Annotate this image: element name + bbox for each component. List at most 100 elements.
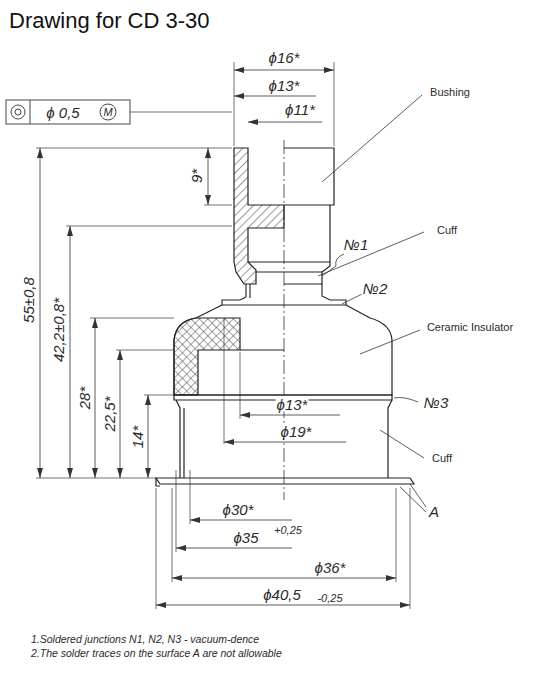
dimension-text: 22,5* — [102, 395, 117, 432]
ceramic-insulator-stroke — [240, 349, 284, 350]
dimension-lines-stroke — [156, 605, 410, 606]
lower-cuff-stroke — [183, 408, 184, 478]
note-text: 1.Soldered junctions N1, N2, N3 - vacuum… — [30, 634, 260, 645]
extension-lines-stroke — [240, 352, 241, 419]
lower-cuff-stroke — [156, 478, 414, 484]
extension-lines-stroke — [396, 488, 397, 582]
dimension-lines-stroke — [70, 226, 71, 478]
ceramic-insulator-stroke — [174, 305, 392, 395]
ceramic-insulator-stroke — [174, 318, 240, 395]
dimension-text: -0,25 — [316, 593, 343, 604]
ceramic-insulator — [174, 305, 392, 395]
extension-lines-stroke — [36, 148, 232, 149]
dimension-lines-stroke — [234, 70, 334, 71]
dimension-text: ϕ11* — [284, 102, 316, 117]
dimension-lines-stroke — [190, 520, 292, 521]
part-name: Cuff — [436, 225, 458, 236]
part-name: Bushing — [429, 87, 471, 98]
bushing-stroke — [248, 261, 330, 262]
dimension-lines-stroke — [40, 148, 41, 478]
dimension-text: ϕ40,5 — [262, 587, 302, 602]
dimension-text: №3 — [423, 395, 450, 410]
leader-lines-stroke — [322, 95, 422, 182]
dimension-text: A — [428, 504, 440, 519]
extension-lines-stroke — [90, 318, 174, 319]
tolerance-frame — [6, 100, 130, 124]
tolerance-frame-stroke — [11, 105, 25, 119]
extension-lines-stroke — [234, 62, 235, 146]
dimension-text: 42,2±0,8* — [51, 297, 66, 363]
leader-lines-stroke — [360, 330, 420, 354]
dimension-lines-stroke — [248, 122, 322, 123]
dimension-lines-stroke — [176, 548, 292, 549]
lower-cuff-stroke — [388, 400, 392, 478]
dimension-lines-stroke — [224, 442, 346, 443]
extension-lines-stroke — [66, 226, 232, 227]
bushing-stroke — [256, 271, 322, 272]
extension-lines-stroke — [156, 488, 157, 609]
title: Drawing for CD 3-30 — [8, 10, 211, 32]
dimension-text: ϕ19* — [280, 424, 313, 439]
dimension-lines-stroke — [172, 578, 396, 579]
dimension-text: +0,25 — [273, 525, 303, 536]
extension-lines-stroke — [334, 62, 335, 146]
dimension-lines-stroke — [240, 415, 340, 416]
leader-lines-stroke — [318, 232, 424, 276]
dimension-text: 55±0,8 — [21, 276, 36, 324]
dimension-text: ϕ36* — [314, 560, 347, 575]
extension-lines-stroke — [410, 488, 411, 609]
extension-lines-stroke — [116, 350, 174, 351]
dimension-text: ϕ30* — [222, 502, 255, 517]
leader-lines-stroke — [342, 294, 362, 304]
dimension-text: 28* — [77, 386, 92, 411]
dimension-lines-stroke — [120, 350, 121, 478]
lower-cuff-stroke — [156, 478, 160, 486]
upper-cuff — [222, 284, 346, 305]
leader-lines-stroke — [410, 484, 426, 507]
dimension-text: 9* — [189, 168, 204, 184]
dimension-lines — [40, 70, 410, 605]
tolerance-frame-stroke — [100, 104, 116, 120]
dimension-text: ϕ16* — [268, 50, 301, 65]
extension-lines-stroke — [172, 488, 173, 582]
lower-cuff — [156, 400, 414, 486]
dimension-text: №2 — [362, 281, 389, 296]
dimension-text: ϕ13* — [276, 397, 309, 412]
dimension-text: ϕ35 — [232, 530, 259, 545]
bushing — [234, 148, 334, 284]
part-name: Cuff — [431, 453, 453, 464]
part-name: Ceramic Insulator — [426, 322, 514, 333]
dimension-lines-stroke — [234, 96, 316, 97]
bushing-stroke — [284, 148, 334, 205]
extension-lines-stroke — [130, 112, 232, 113]
extension-lines — [36, 62, 410, 609]
extension-lines-stroke — [224, 318, 225, 444]
upper-cuff-stroke — [249, 284, 250, 298]
leader-lines-stroke — [394, 398, 418, 403]
dimension-text: ϕ 0,5 — [45, 105, 80, 120]
bushing-stroke — [234, 148, 284, 284]
lower-cuff-stroke — [176, 400, 180, 478]
dimension-lines-stroke — [208, 148, 209, 205]
upper-cuff-stroke — [222, 284, 346, 305]
extension-lines-stroke — [176, 470, 177, 552]
center-line — [284, 140, 285, 500]
center-line-stroke — [284, 140, 285, 500]
dimension-text: ϕ13* — [268, 78, 301, 93]
leader-lines-stroke — [322, 254, 344, 276]
dimension-lines-stroke — [148, 395, 149, 478]
extension-lines-stroke — [144, 395, 174, 396]
dimension-lines-stroke — [95, 318, 96, 478]
note-text: 2.The solder traces on the surface A are… — [30, 648, 283, 659]
dimension-text: M — [102, 107, 113, 118]
dimension-text: №1 — [343, 237, 370, 252]
tolerance-frame-stroke — [30, 100, 31, 124]
leader-lines-stroke — [400, 487, 426, 512]
leader-lines-stroke — [380, 430, 424, 458]
leader-lines — [318, 95, 426, 512]
tolerance-frame-stroke — [6, 100, 130, 124]
extension-lines-stroke — [190, 470, 191, 524]
tolerance-frame-stroke — [15, 109, 21, 115]
extension-lines-stroke — [36, 478, 156, 479]
